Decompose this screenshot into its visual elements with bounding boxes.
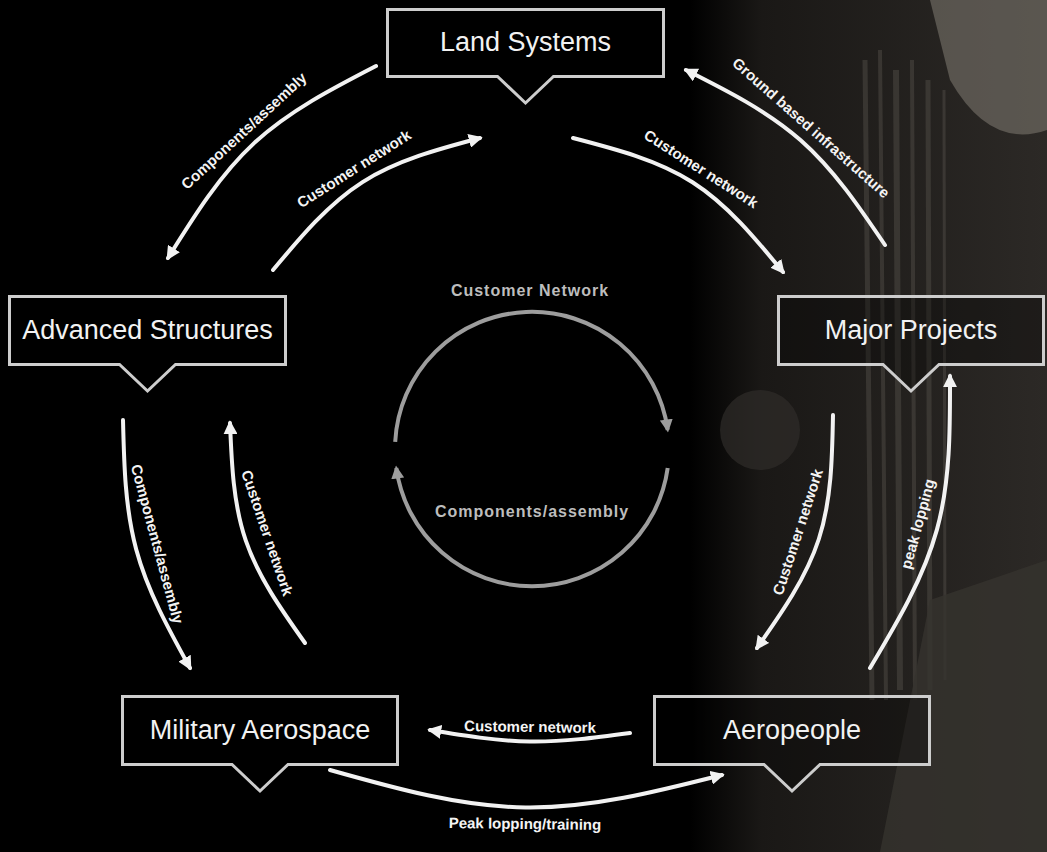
flow-label: Components/assembly [177, 69, 310, 194]
flow-arrow [230, 423, 305, 643]
flow-label: Customer network [237, 468, 297, 598]
section-box: Advanced Structures [8, 295, 287, 366]
box-border [123, 697, 398, 792]
cycle-label: Components/assembly [435, 502, 629, 521]
box-border [655, 697, 930, 792]
box-title: Aeropeople [723, 716, 861, 746]
cycle-arrow [396, 468, 667, 586]
flow-label: Customer network [641, 126, 762, 212]
flow-label: Customer network [464, 717, 596, 737]
cycle-arrow [395, 312, 668, 442]
flow-arrow [123, 420, 190, 668]
flow-label: peak lopping [897, 477, 939, 571]
flow-label: Peak lopping/training [449, 815, 602, 835]
photo-cloth [930, 0, 1047, 134]
flow-label: Customer network [294, 126, 415, 212]
box-title: Major Projects [825, 316, 998, 346]
section-box: Major Projects [777, 295, 1045, 366]
flow-arrow [330, 770, 722, 808]
flow-arrow [870, 376, 950, 668]
section-box: Aeropeople [653, 695, 931, 766]
section-box: Land Systems [386, 8, 665, 78]
cycle-label: Customer Network [451, 281, 609, 300]
box-title: Land Systems [440, 28, 611, 58]
box-border [10, 297, 286, 392]
photo-tool [720, 390, 800, 470]
box-title: Military Aerospace [150, 716, 371, 746]
flow-label: Components/assembly [127, 462, 187, 625]
flow-label: Ground based infrastructure [729, 54, 894, 202]
section-box: Military Aerospace [121, 695, 399, 766]
flow-arrow [168, 66, 376, 258]
box-border [779, 297, 1044, 392]
box-border [388, 10, 664, 104]
flow-arrow [757, 415, 833, 648]
box-title: Advanced Structures [22, 316, 273, 346]
flow-label: Customer network [769, 467, 827, 598]
